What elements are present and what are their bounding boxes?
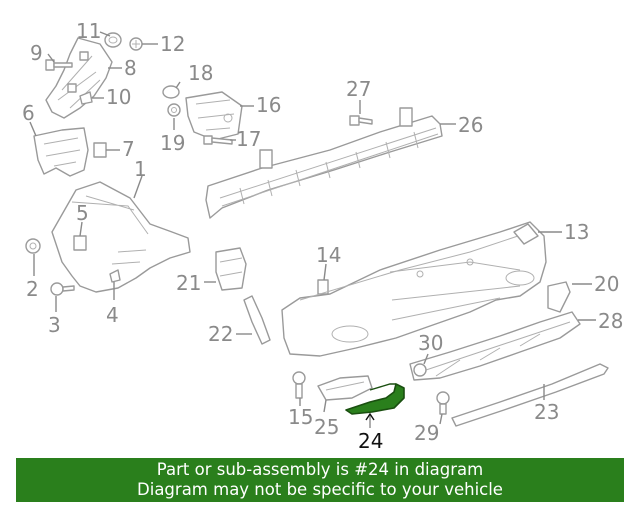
callout-6: 6 bbox=[22, 101, 35, 125]
callout-28: 28 bbox=[598, 309, 623, 333]
part-16-bracket bbox=[185, 91, 243, 141]
part-3-screw bbox=[50, 282, 75, 296]
part-17-bolt bbox=[203, 135, 233, 145]
callout-27: 27 bbox=[346, 77, 371, 101]
callout-5: 5 bbox=[76, 201, 89, 225]
part-25-bezel bbox=[317, 375, 373, 401]
callout-2: 2 bbox=[26, 277, 39, 301]
part-24-highlighted[interactable] bbox=[345, 383, 405, 415]
callout-9: 9 bbox=[30, 41, 43, 65]
callout-1: 1 bbox=[134, 157, 147, 181]
callout-16: 16 bbox=[256, 93, 281, 117]
part-9-bolt bbox=[45, 59, 73, 71]
banner-line-2: Diagram may not be specific to your vehi… bbox=[137, 480, 503, 499]
part-29-bolt bbox=[436, 391, 450, 415]
callout-14: 14 bbox=[316, 243, 341, 267]
part-12-pushpin bbox=[129, 37, 143, 51]
part-4-clip bbox=[109, 269, 121, 283]
part-28-valance bbox=[409, 311, 581, 381]
part-26-impact-bar bbox=[205, 107, 443, 219]
exploded-parts-diagram: 11 12 9 8 10 18 16 6 7 19 17 27 26 1 5 1… bbox=[22, 19, 623, 453]
callout-22: 22 bbox=[208, 322, 233, 346]
part-21-bracket bbox=[215, 247, 247, 291]
part-14-clip bbox=[317, 279, 329, 295]
part-30-fastener bbox=[413, 363, 427, 377]
callout-29: 29 bbox=[414, 421, 439, 445]
callout-8: 8 bbox=[124, 56, 137, 80]
callout-12: 12 bbox=[160, 32, 185, 56]
info-banner: Part or sub-assembly is #24 in diagram D… bbox=[16, 458, 624, 502]
part-5-clip bbox=[73, 235, 87, 251]
part-11-grommet bbox=[104, 32, 122, 48]
banner-line-1: Part or sub-assembly is #24 in diagram bbox=[156, 460, 484, 479]
callout-21: 21 bbox=[176, 271, 201, 295]
part-18-ring bbox=[162, 85, 180, 99]
part-20-reflector bbox=[547, 281, 571, 313]
part-2-bolt bbox=[25, 238, 41, 254]
callout-24: 24 bbox=[358, 429, 383, 453]
callout-13: 13 bbox=[564, 220, 589, 244]
callout-25: 25 bbox=[314, 415, 339, 439]
part-10-clip bbox=[79, 91, 93, 105]
callout-3: 3 bbox=[48, 313, 61, 337]
callout-17: 17 bbox=[236, 127, 261, 151]
callout-19: 19 bbox=[160, 131, 185, 155]
callout-30: 30 bbox=[418, 331, 443, 355]
callout-labels: 11 12 9 8 10 18 16 6 7 19 17 27 26 1 5 1… bbox=[22, 19, 623, 453]
part-22-bracket bbox=[243, 295, 271, 345]
callout-23: 23 bbox=[534, 400, 559, 424]
callout-4: 4 bbox=[106, 303, 119, 327]
part-7-clip bbox=[93, 142, 107, 158]
part-6-side-bracket bbox=[33, 127, 89, 177]
leader-lines bbox=[29, 31, 596, 428]
part-1-bumper-side bbox=[51, 181, 191, 293]
part-19-nut bbox=[167, 103, 181, 117]
part-8-bracket bbox=[45, 37, 113, 119]
part-13-bumper-cover bbox=[281, 221, 547, 357]
callout-26: 26 bbox=[458, 113, 483, 137]
callout-11: 11 bbox=[76, 19, 101, 43]
callout-20: 20 bbox=[594, 272, 619, 296]
callout-15: 15 bbox=[288, 405, 313, 429]
callout-10: 10 bbox=[106, 85, 131, 109]
part-27-bolt bbox=[349, 115, 373, 126]
callout-18: 18 bbox=[188, 61, 213, 85]
callout-7: 7 bbox=[122, 137, 135, 161]
part-23-trim-strip bbox=[451, 363, 609, 427]
part-15-bolt bbox=[292, 371, 306, 399]
